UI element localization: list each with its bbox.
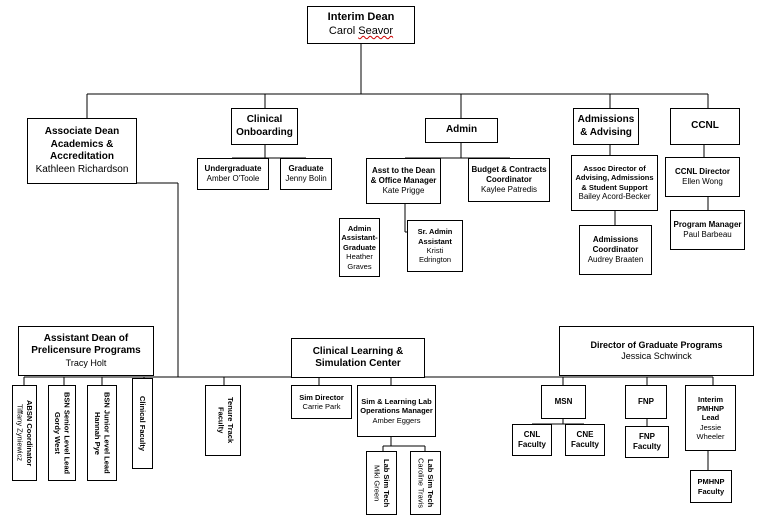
- lab-sim-tech-1-box: Lab Sim Tech Miki Green: [366, 451, 397, 515]
- asst-dean-prelicensure-name: Tracy Holt: [65, 357, 107, 368]
- ccnl-title: CCNL: [691, 120, 719, 132]
- sr-admin-assistant-title: Sr. Admin Assistant: [417, 227, 453, 246]
- interim-pmhnp-lead-title: Interim PMHNP Lead: [696, 394, 725, 423]
- bsn-senior-lead-name: Gordy West: [53, 412, 62, 454]
- bsn-junior-lead-name: Hannah Pye: [93, 411, 102, 455]
- bsn-senior-lead-title: BSN Senior Level Lead: [62, 391, 72, 475]
- sim-director-name: Carrie Park: [302, 402, 341, 411]
- lab-sim-tech-2-box: Lab Sim Tech Caroline Travis: [410, 451, 441, 515]
- admissions-coordinator-box: Admissions Coordinator Audrey Braaten: [579, 225, 652, 275]
- asst-to-dean-name: Kate Prigge: [382, 186, 425, 195]
- msn-box: MSN: [541, 385, 586, 419]
- assoc-dir-advising-title: Assoc Director of Advising, Admissions &…: [575, 163, 654, 192]
- interim-dean-name: Carol Seavor: [329, 25, 393, 39]
- interim-dean-last-name: Seavor: [358, 25, 394, 37]
- sim-lab-operations-name: Amber Eggers: [372, 415, 421, 425]
- program-manager-name: Paul Barbeau: [683, 230, 732, 239]
- sim-lab-operations-box: Sim & Learning Lab Operations Manager Am…: [357, 385, 436, 437]
- undergraduate-name: Amber O'Toole: [206, 174, 260, 183]
- asst-dean-prelicensure-title: Assistant Dean of Prelicensure Programs: [31, 332, 141, 357]
- absn-coordinator-name: Tiffany Zyniewicz: [15, 404, 25, 462]
- interim-dean-box: Interim Dean Carol Seavor: [307, 6, 415, 44]
- admissions-advising-box: Admissions & Advising: [573, 108, 639, 145]
- ccnl-director-name: Ellen Wong: [682, 177, 723, 186]
- director-graduate-programs-box: Director of Graduate Programs Jessica Sc…: [559, 326, 754, 376]
- cne-faculty-title: CNE Faculty: [570, 430, 599, 449]
- ccnl-director-title: CCNL Director: [675, 167, 730, 176]
- graduate-box: Graduate Jenny Bolin: [280, 158, 332, 190]
- tenure-track-box: Tenure Track Faculty: [205, 385, 241, 456]
- admin-assistant-graduate-title: Admin Assistant- Graduate: [341, 224, 378, 252]
- program-manager-box: Program Manager Paul Barbeau: [670, 210, 745, 250]
- admin-title: Admin: [445, 124, 478, 136]
- assoc-dir-advising-box: Assoc Director of Advising, Admissions &…: [571, 155, 658, 211]
- associate-dean-box: Associate Dean Academics & Accreditation…: [27, 118, 137, 184]
- asst-to-dean-box: Asst to the Dean & Office Manager Kate P…: [366, 158, 441, 204]
- lab-sim-tech-2-name: Caroline Travis: [416, 457, 426, 509]
- associate-dean-name: Kathleen Richardson: [35, 163, 129, 175]
- graduate-title: Graduate: [288, 164, 324, 173]
- pmhnp-faculty-box: PMHNP Faculty: [690, 470, 732, 503]
- interim-pmhnp-lead-box: Interim PMHNP Lead Jessie Wheeler: [685, 385, 736, 451]
- admissions-coordinator-title: Admissions Coordinator: [592, 235, 639, 254]
- clinical-faculty-title: Clinical Faculty: [138, 395, 148, 452]
- bsn-junior-lead-title: BSN Junior Level Lead: [102, 392, 112, 474]
- director-graduate-programs-name: Jessica Schwinck: [621, 351, 692, 361]
- budget-contracts-title: Budget & Contracts Coordinator: [471, 165, 547, 184]
- clinical-learning-sim-box: Clinical Learning & Simulation Center: [291, 338, 425, 378]
- interim-dean-title: Interim Dean: [327, 11, 395, 24]
- ccnl-director-box: CCNL Director Ellen Wong: [665, 157, 740, 197]
- undergraduate-title: Undergraduate: [204, 164, 262, 173]
- tenure-track-title: Tenure Track Faculty: [216, 397, 235, 444]
- admin-assistant-graduate-box: Admin Assistant- Graduate Heather Graves: [339, 218, 380, 277]
- admin-box: Admin: [425, 118, 498, 143]
- admissions-coordinator-name: Audrey Braaten: [587, 255, 644, 264]
- absn-coordinator-title: ABSN Coordinator: [24, 399, 34, 467]
- bsn-senior-lead-box: BSN Senior Level Lead Gordy West: [48, 385, 76, 481]
- interim-dean-first-name: Carol: [328, 25, 359, 37]
- cnl-faculty-title: CNL Faculty: [517, 430, 546, 449]
- program-manager-title: Program Manager: [673, 220, 742, 229]
- fnp-faculty-title: FNP Faculty: [632, 432, 661, 451]
- fnp-box: FNP: [625, 385, 667, 419]
- sim-director-box: Sim Director Carrie Park: [291, 385, 352, 419]
- absn-coordinator-box: ABSN Coordinator Tiffany Zyniewicz: [12, 385, 37, 481]
- sim-lab-operations-title: Sim & Learning Lab Operations Manager: [360, 396, 433, 416]
- cne-faculty-box: CNE Faculty: [565, 424, 605, 456]
- budget-contracts-box: Budget & Contracts Coordinator Kaylee Pa…: [468, 158, 550, 202]
- undergraduate-box: Undergraduate Amber O'Toole: [197, 158, 269, 190]
- lab-sim-tech-1-name: Miki Green: [372, 464, 382, 502]
- asst-dean-prelicensure-box: Assistant Dean of Prelicensure Programs …: [18, 326, 154, 376]
- sr-admin-assistant-box: Sr. Admin Assistant Kristi Edrington: [407, 220, 463, 272]
- assoc-dir-advising-name: Bailey Acord-Becker: [578, 192, 651, 202]
- lab-sim-tech-2-title: Lab Sim Tech: [425, 458, 435, 508]
- ccnl-box: CCNL: [670, 108, 740, 145]
- clinical-onboarding-box: Clinical Onboarding: [231, 108, 298, 145]
- pmhnp-faculty-title: PMHNP Faculty: [697, 477, 725, 496]
- lab-sim-tech-1-title: Lab Sim Tech: [381, 458, 391, 508]
- fnp-faculty-box: FNP Faculty: [625, 426, 669, 458]
- msn-title: MSN: [554, 397, 573, 406]
- clinical-onboarding-title: Clinical Onboarding: [236, 114, 293, 138]
- fnp-title: FNP: [638, 397, 654, 406]
- admissions-advising-title: Admissions & Advising: [577, 114, 635, 138]
- bsn-junior-lead-box: BSN Junior Level Lead Hannah Pye: [87, 385, 117, 481]
- clinical-learning-sim-title: Clinical Learning & Simulation Center: [312, 345, 404, 370]
- graduate-name: Jenny Bolin: [285, 174, 327, 183]
- associate-dean-title: Associate Dean Academics & Accreditation: [44, 126, 120, 162]
- clinical-faculty-box: Clinical Faculty: [132, 378, 153, 469]
- cnl-faculty-box: CNL Faculty: [512, 424, 552, 456]
- director-graduate-programs-title: Director of Graduate Programs: [590, 339, 723, 350]
- asst-to-dean-title: Asst to the Dean & Office Manager: [370, 166, 437, 185]
- sim-director-title: Sim Director: [299, 392, 344, 402]
- interim-pmhnp-lead-name: Jessie Wheeler: [696, 422, 725, 442]
- admin-assistant-graduate-name: Heather Graves: [346, 252, 373, 271]
- sr-admin-assistant-name: Kristi Edrington: [418, 246, 452, 265]
- budget-contracts-name: Kaylee Patredis: [480, 185, 538, 194]
